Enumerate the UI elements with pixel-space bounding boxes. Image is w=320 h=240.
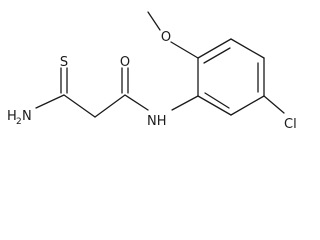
bond-nh-ring <box>171 95 199 111</box>
bond-ring-cl <box>263 95 285 114</box>
ring-double-3 <box>204 92 230 109</box>
methoxy-oxygen-label: O <box>161 30 171 45</box>
bond-o-ch3 <box>147 11 161 31</box>
structure-canvas: S H 2 N O NH O Cl <box>7 11 297 132</box>
carbonyl-oxygen-label: O <box>120 55 130 70</box>
thioamide-h-label: H <box>7 109 17 124</box>
ring-bond-5 <box>230 95 265 116</box>
ring-bond-3 <box>230 38 265 59</box>
bond-ch2-co <box>94 94 126 118</box>
bond-c-ch2 <box>63 94 96 118</box>
molecule-drawing: S H 2 N O NH O Cl <box>7 11 297 132</box>
thione-sulfur-label: S <box>60 55 68 70</box>
thioamide-nitrogen-label: N <box>22 109 32 124</box>
bond-co-nh <box>124 94 149 111</box>
ring-bond-2 <box>197 38 232 59</box>
bond-ring-o <box>170 41 199 59</box>
ring-bond-6 <box>197 95 232 116</box>
bond-c-nh2 <box>35 94 65 109</box>
chlorine-label: Cl <box>284 117 297 132</box>
thioamide-h-count: 2 <box>16 117 22 127</box>
amide-nh-label: NH <box>147 114 167 129</box>
ring-double-1 <box>203 47 231 64</box>
